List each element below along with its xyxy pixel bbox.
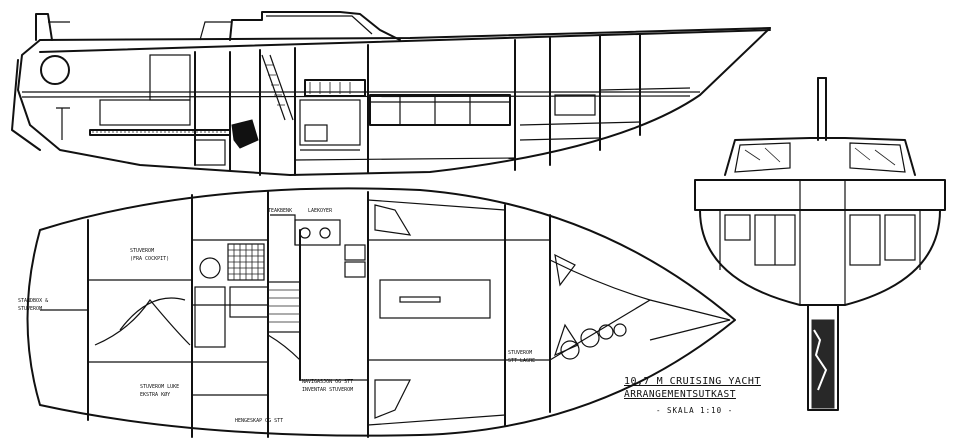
label-hanging-locker: HENGESKAP OG STT: [235, 418, 283, 424]
drawing-title: 10,7 M CRUISING YACHT: [624, 376, 761, 387]
annotation-labels: STUVEROM (FRA COCKPIT) STANDBOX & STUVER…: [18, 208, 535, 424]
title-block: 10,7 M CRUISING YACHT ARRANGEMENTSUTKAST…: [624, 376, 774, 415]
drawing-scale: - SKALA 1:10 -: [656, 406, 734, 415]
side-profile: [11, 11, 771, 176]
steering-wheel-icon: [199, 257, 221, 279]
label-forepeak-2: STT LAGRE: [508, 358, 535, 364]
round-hatch-icon: [598, 324, 614, 340]
label-stuveroom-lower-sub: EKSTRA KØY: [140, 391, 170, 398]
label-navigation-2: INVENTAR STUVEROM: [302, 387, 353, 393]
label-navigation-1: NAVIGASJON OG STT: [302, 379, 353, 385]
burner-icon: [299, 227, 311, 239]
label-stuveroom-lower: STUVEROM LUKE: [140, 384, 179, 390]
lifebuoy-icon: [40, 55, 70, 85]
label-stern-note-1: STANDBOX &: [18, 298, 48, 304]
label-stove: LAEKOYER: [308, 208, 333, 214]
label-stuveroom-forward: STUVEROM: [130, 248, 154, 254]
label-teakbench: TEAKBENK: [268, 208, 292, 214]
label-forepeak-1: STUVEROM: [508, 350, 532, 356]
grating: [227, 243, 265, 281]
label-stuveroom-forward-sub: (FRA COCKPIT): [130, 256, 169, 262]
plan-view: [26, 187, 736, 438]
sink-icon: [344, 244, 366, 261]
round-hatch-icon: [613, 323, 627, 337]
label-stern-note-2: STUVEROM: [18, 306, 42, 312]
drawing-subtitle: ARRANGEMENTSUTKAST: [624, 389, 736, 400]
burner-icon: [319, 227, 331, 239]
round-hatch-icon: [580, 328, 600, 348]
round-hatch-icon: [560, 340, 580, 360]
section-view: [694, 77, 946, 411]
